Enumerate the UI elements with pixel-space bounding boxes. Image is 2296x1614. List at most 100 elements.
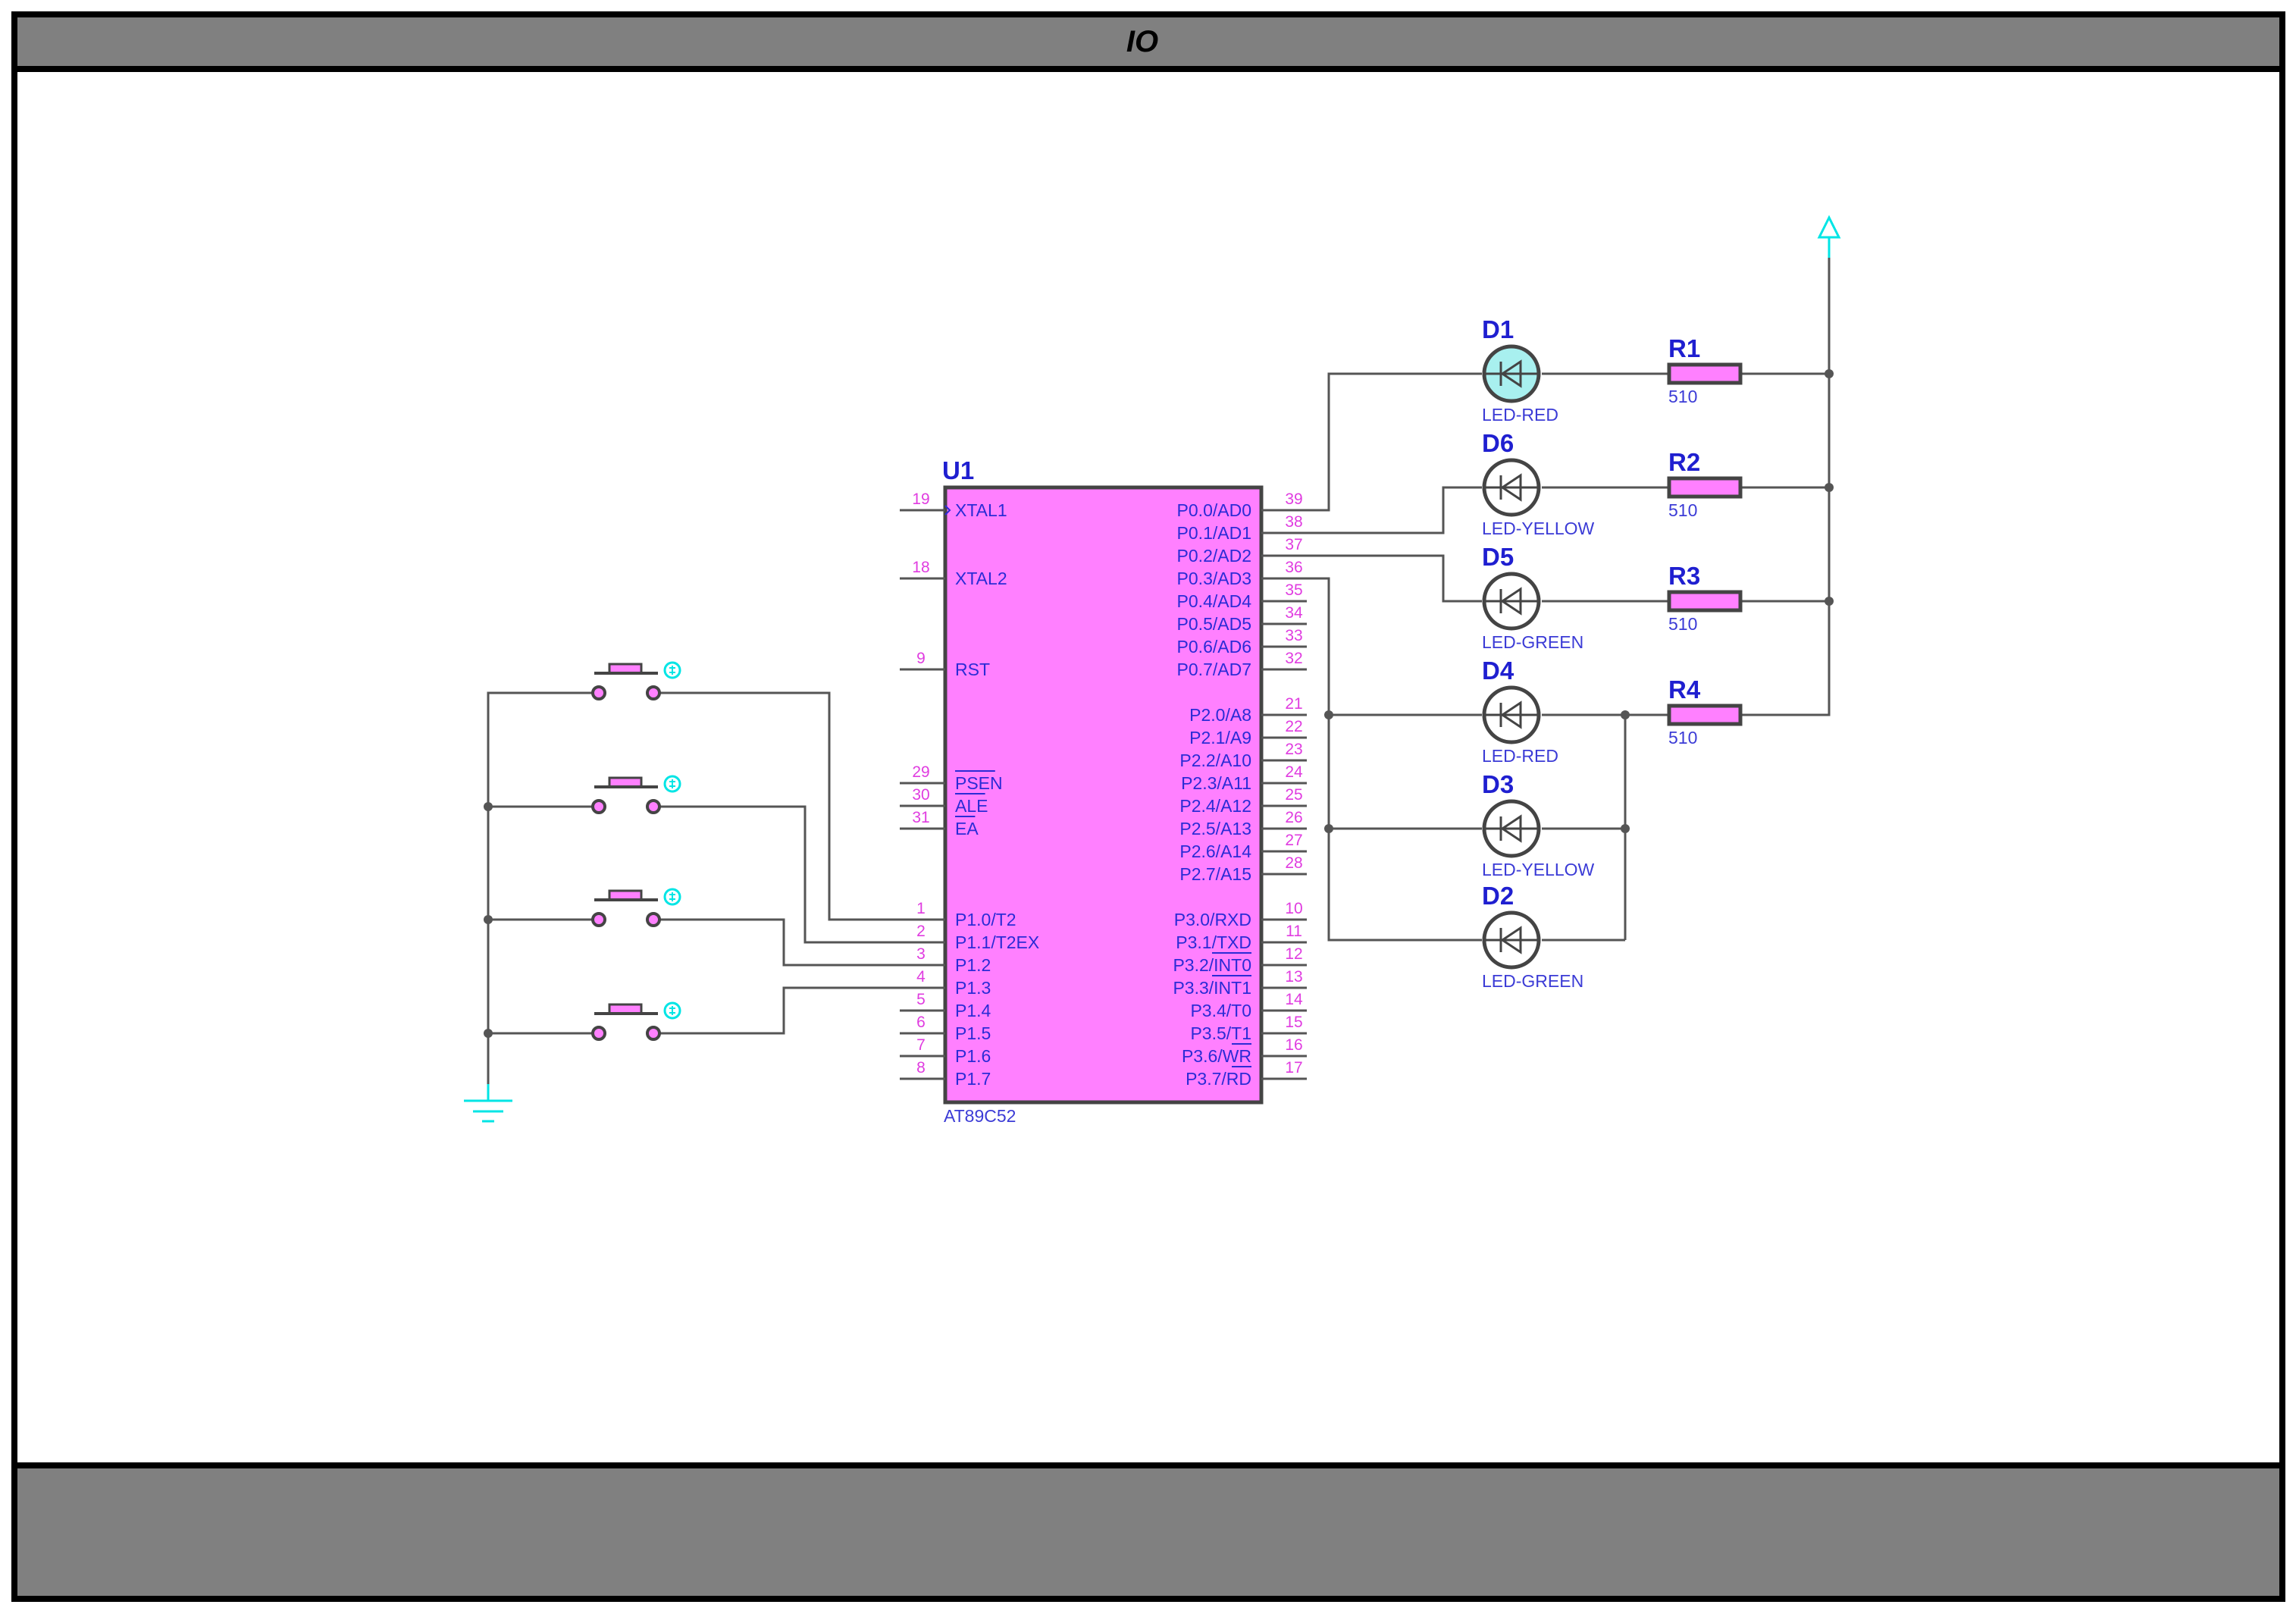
pin-name: P0.5/AD5: [1177, 614, 1251, 634]
pin-number: 4: [916, 968, 926, 986]
pin-name: P1.1/T2EX: [955, 932, 1039, 952]
mcu-pin-p1-4[interactable]: 5P1.4: [900, 991, 991, 1020]
resistor-ref: R1: [1668, 334, 1700, 362]
pin-number: 11: [1286, 923, 1302, 940]
mcu-pin-p1-7[interactable]: 8P1.7: [900, 1059, 991, 1089]
pin-name: P0.4/AD4: [1177, 591, 1252, 611]
resistor-ref: R2: [1668, 448, 1700, 476]
pin-name: P1.7: [955, 1069, 991, 1089]
pin-number: 27: [1285, 832, 1302, 849]
pin-number: 29: [912, 763, 929, 781]
pin-number: 1: [916, 900, 926, 917]
pin-name: PSEN: [955, 773, 1003, 793]
push-button-1[interactable]: [591, 661, 681, 700]
pin-name: P0.3/AD3: [1177, 569, 1251, 588]
pin-name: P1.6: [955, 1046, 991, 1066]
pin-number: 37: [1285, 536, 1302, 553]
pin-name: P2.7/A15: [1179, 864, 1251, 884]
mcu-value: AT89C52: [944, 1106, 1016, 1126]
pin-number: 25: [1285, 786, 1302, 804]
pin-name: P2.3/A11: [1181, 773, 1251, 793]
pin-number: 35: [1285, 581, 1302, 599]
pin-number: 7: [916, 1036, 926, 1054]
pin-number: 17: [1285, 1059, 1302, 1077]
led-value: LED-YELLOW: [1482, 860, 1595, 879]
pin-name: P0.6/AD6: [1177, 637, 1251, 657]
resistor-ref: R3: [1668, 562, 1700, 590]
pin-name: P3.3/INT1: [1173, 978, 1251, 998]
mcu-pin-p1-2[interactable]: 3P1.2: [900, 945, 991, 975]
push-button-3[interactable]: [591, 888, 681, 927]
pin-name: P3.2/INT0: [1173, 955, 1251, 975]
pin-number: 10: [1285, 900, 1302, 917]
pin-number: 23: [1285, 741, 1302, 758]
pin-name: P1.0/T2: [955, 910, 1016, 929]
pin-number: 36: [1285, 559, 1302, 576]
pin-name: P3.0/RXD: [1174, 910, 1251, 929]
power-terminal[interactable]: [1817, 215, 1841, 258]
push-button-4[interactable]: [591, 1001, 681, 1041]
mcu-pin-p1-6[interactable]: 7P1.6: [900, 1036, 991, 1066]
mcu-pin-p1-5[interactable]: 6P1.5: [900, 1014, 991, 1043]
ground-terminal[interactable]: [464, 1084, 512, 1123]
pin-name: RST: [955, 660, 990, 679]
led-value: LED-RED: [1482, 405, 1558, 425]
pin-name: P3.7/RD: [1186, 1069, 1251, 1089]
mcu-pin-p1-1-t2ex[interactable]: 2P1.1/T2EX: [900, 923, 1039, 952]
pin-name: P2.4/A12: [1179, 796, 1251, 816]
pin-number: 31: [912, 809, 929, 826]
pin-name: P1.3: [955, 978, 991, 998]
led-ref: D5: [1482, 543, 1514, 571]
pin-name: P1.4: [955, 1001, 991, 1020]
mcu-ref: U1: [942, 456, 974, 484]
pin-number: 16: [1285, 1036, 1302, 1054]
push-button-2[interactable]: [591, 775, 681, 814]
pin-number: 33: [1285, 627, 1302, 644]
mcu-pin-p1-3[interactable]: 4P1.3: [900, 968, 991, 998]
mcu-pin-p1-0-t2[interactable]: 1P1.0/T2: [900, 900, 1016, 929]
pin-number: 5: [916, 991, 926, 1008]
